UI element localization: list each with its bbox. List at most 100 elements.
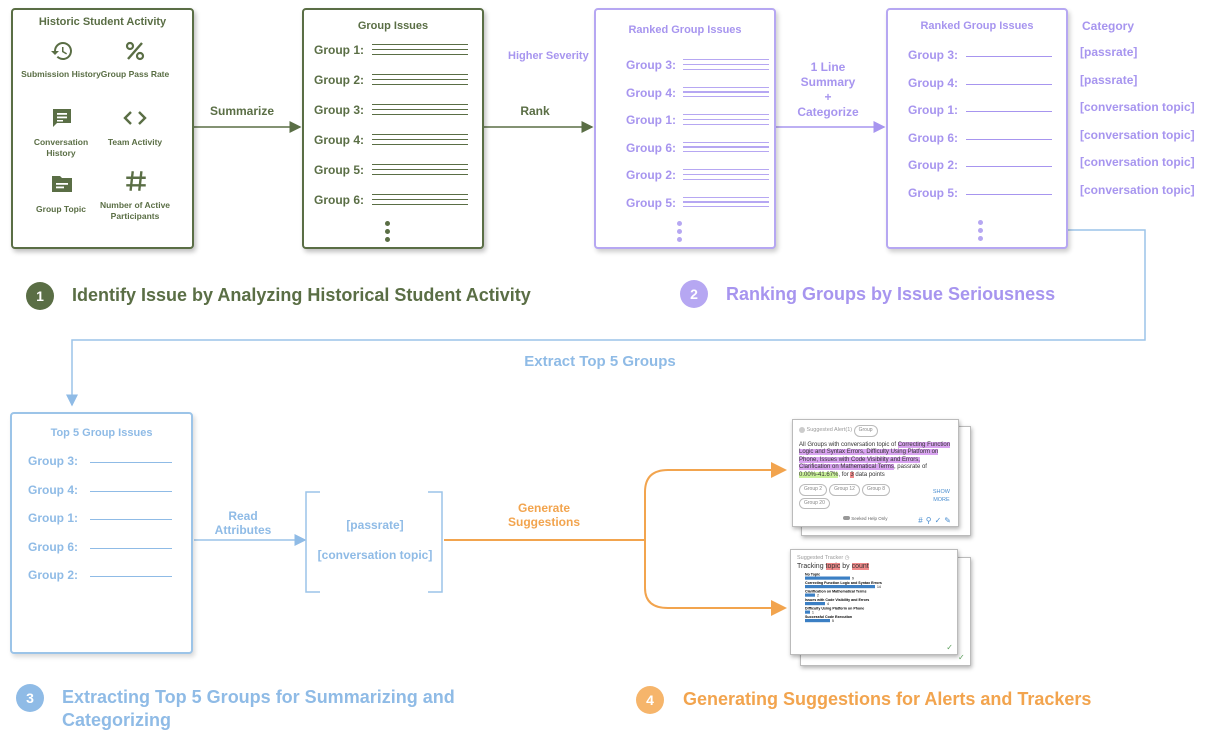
tracker-bar-label: Successful Code Execution: [805, 615, 852, 619]
search-icon[interactable]: ⚲: [925, 515, 935, 525]
step-4-title: Generating Suggestions for Alerts and Tr…: [683, 689, 1092, 709]
summary-categorize-label: 1 Line Summary + Categorize: [797, 60, 859, 119]
attribute-bracket-left: [305, 491, 320, 593]
tracker-bar-value: 2: [817, 594, 819, 598]
group-label: Group 2:: [28, 568, 78, 582]
summary-line: [966, 83, 1052, 85]
tracker-header: Suggested Tracker ◷: [797, 555, 850, 561]
check-icon[interactable]: ✓: [934, 515, 945, 525]
alert-range-highlight: 0.00%-41.67%: [799, 471, 839, 478]
submission-history-label: Submission History: [21, 69, 101, 79]
attribute-bracket-right: [428, 491, 443, 593]
chat-icon: [53, 109, 71, 127]
group-label: Group 1:: [314, 43, 364, 57]
tracker-bar-value: 1: [812, 611, 814, 615]
issue-lines: [683, 141, 769, 155]
issue-lines: [372, 74, 468, 87]
severity-label: Higher Severity: [508, 50, 589, 62]
tracker-bar: [805, 619, 830, 623]
more-dots: [978, 220, 984, 244]
ranked-issues-panel: Ranked Group Issues Group 3:Group 4:Grou…: [594, 8, 776, 249]
alert-count-icon: [799, 426, 805, 433]
step-3-badge: 3: [16, 684, 44, 712]
attribute-conversation-topic: [conversation topic]: [317, 548, 433, 562]
category-tag: [conversation topic]: [1080, 155, 1195, 169]
category-tag: [passrate]: [1080, 45, 1138, 59]
seeked-help-toggle[interactable]: Seeked Help Only: [843, 515, 888, 523]
issue-lines: [683, 196, 769, 210]
tracker-bar: [805, 585, 875, 589]
issue-lines: [372, 44, 468, 57]
group-label: Group 4:: [908, 75, 958, 90]
tracker-bar-value: 14: [877, 585, 881, 589]
categorized-issues-panel: Ranked Group Issues Group 3: Group 4: Grou…: [886, 8, 1068, 249]
group-label: Group 3:: [314, 103, 364, 117]
group-label: Group 2:: [908, 158, 958, 172]
category-tag: [passrate]: [1080, 72, 1138, 87]
tracker-bar: [805, 593, 815, 597]
ranked-issues-title: Ranked Group Issues: [628, 24, 742, 36]
tracker-bar-value: 4: [827, 602, 829, 606]
group-chip[interactable]: Group 8: [861, 484, 891, 496]
summary-line: [966, 138, 1052, 140]
tracker-branch: [644, 540, 787, 616]
summarize-label: Summarize: [209, 104, 275, 118]
group-label: Group 6:: [314, 193, 364, 207]
group-topic-label: Group Topic: [36, 204, 86, 214]
group-label: Group 6:: [28, 539, 78, 554]
folder-icon: [52, 176, 72, 192]
team-activity-label: Team Activity: [107, 137, 163, 147]
category-header: Category: [1082, 19, 1135, 33]
hash-icon[interactable]: #: [918, 515, 926, 525]
group-chip[interactable]: Group 2: [799, 484, 828, 496]
history-icon: ◷: [844, 555, 850, 561]
group-label: Group 5:: [626, 195, 676, 210]
group-chip[interactable]: Group 12: [829, 484, 860, 496]
alert-body: All Groups with conversation topic of Co…: [799, 441, 951, 478]
history-icon: [51, 42, 72, 60]
step-1-badge: 1: [26, 282, 54, 310]
rank-label: Rank: [520, 104, 550, 118]
top5-issues-title: Top 5 Group Issues: [50, 427, 153, 439]
extract-connector: [66, 229, 1146, 407]
summary-line: [90, 462, 172, 464]
alert-branch: [644, 462, 787, 540]
summary-line: [90, 490, 172, 492]
issue-lines: [683, 59, 769, 72]
hash-icon: [126, 171, 146, 191]
issue-lines: [372, 194, 468, 207]
check-icon: ✓: [958, 653, 965, 662]
edit-icon[interactable]: ✎: [944, 515, 954, 525]
group-label: Group 6:: [626, 140, 676, 155]
percent-icon: [125, 41, 145, 61]
summary-line: [966, 111, 1052, 113]
suggested-alert-card[interactable]: Suggested Alert(1) Group All Groups with…: [792, 419, 959, 527]
categorized-issues-title: Ranked Group Issues: [920, 20, 1034, 32]
suggested-tracker-card[interactable]: Suggested Tracker ◷ Tracking topic by co…: [790, 549, 958, 655]
step-2-badge: 2: [680, 280, 708, 308]
issue-lines: [683, 114, 769, 127]
step-2-title: Ranking Groups by Issue Seriousness: [726, 284, 1056, 304]
attribute-passrate: [passrate]: [346, 518, 404, 532]
tracker-bar-value: 9: [852, 577, 854, 581]
group-chip[interactable]: Group 20: [799, 497, 830, 509]
tracker-bar-label: No Topic: [805, 573, 820, 577]
alert-header-chip: Group: [853, 425, 878, 437]
tracker-title: Tracking topic by count: [797, 563, 869, 570]
tracker-bar-value: 5: [832, 619, 834, 623]
group-label: Group 3:: [28, 454, 78, 468]
alert-header: Suggested Alert(1) Group: [799, 425, 952, 439]
summary-line: [90, 576, 172, 578]
check-icon[interactable]: ✓: [946, 643, 953, 652]
issue-lines: [372, 164, 468, 177]
issue-lines: [372, 104, 468, 117]
group-label: Group 1:: [626, 113, 676, 127]
group-label: Group 3:: [908, 48, 958, 62]
more-dots: [677, 221, 683, 245]
group-label: Group 4:: [626, 85, 676, 100]
